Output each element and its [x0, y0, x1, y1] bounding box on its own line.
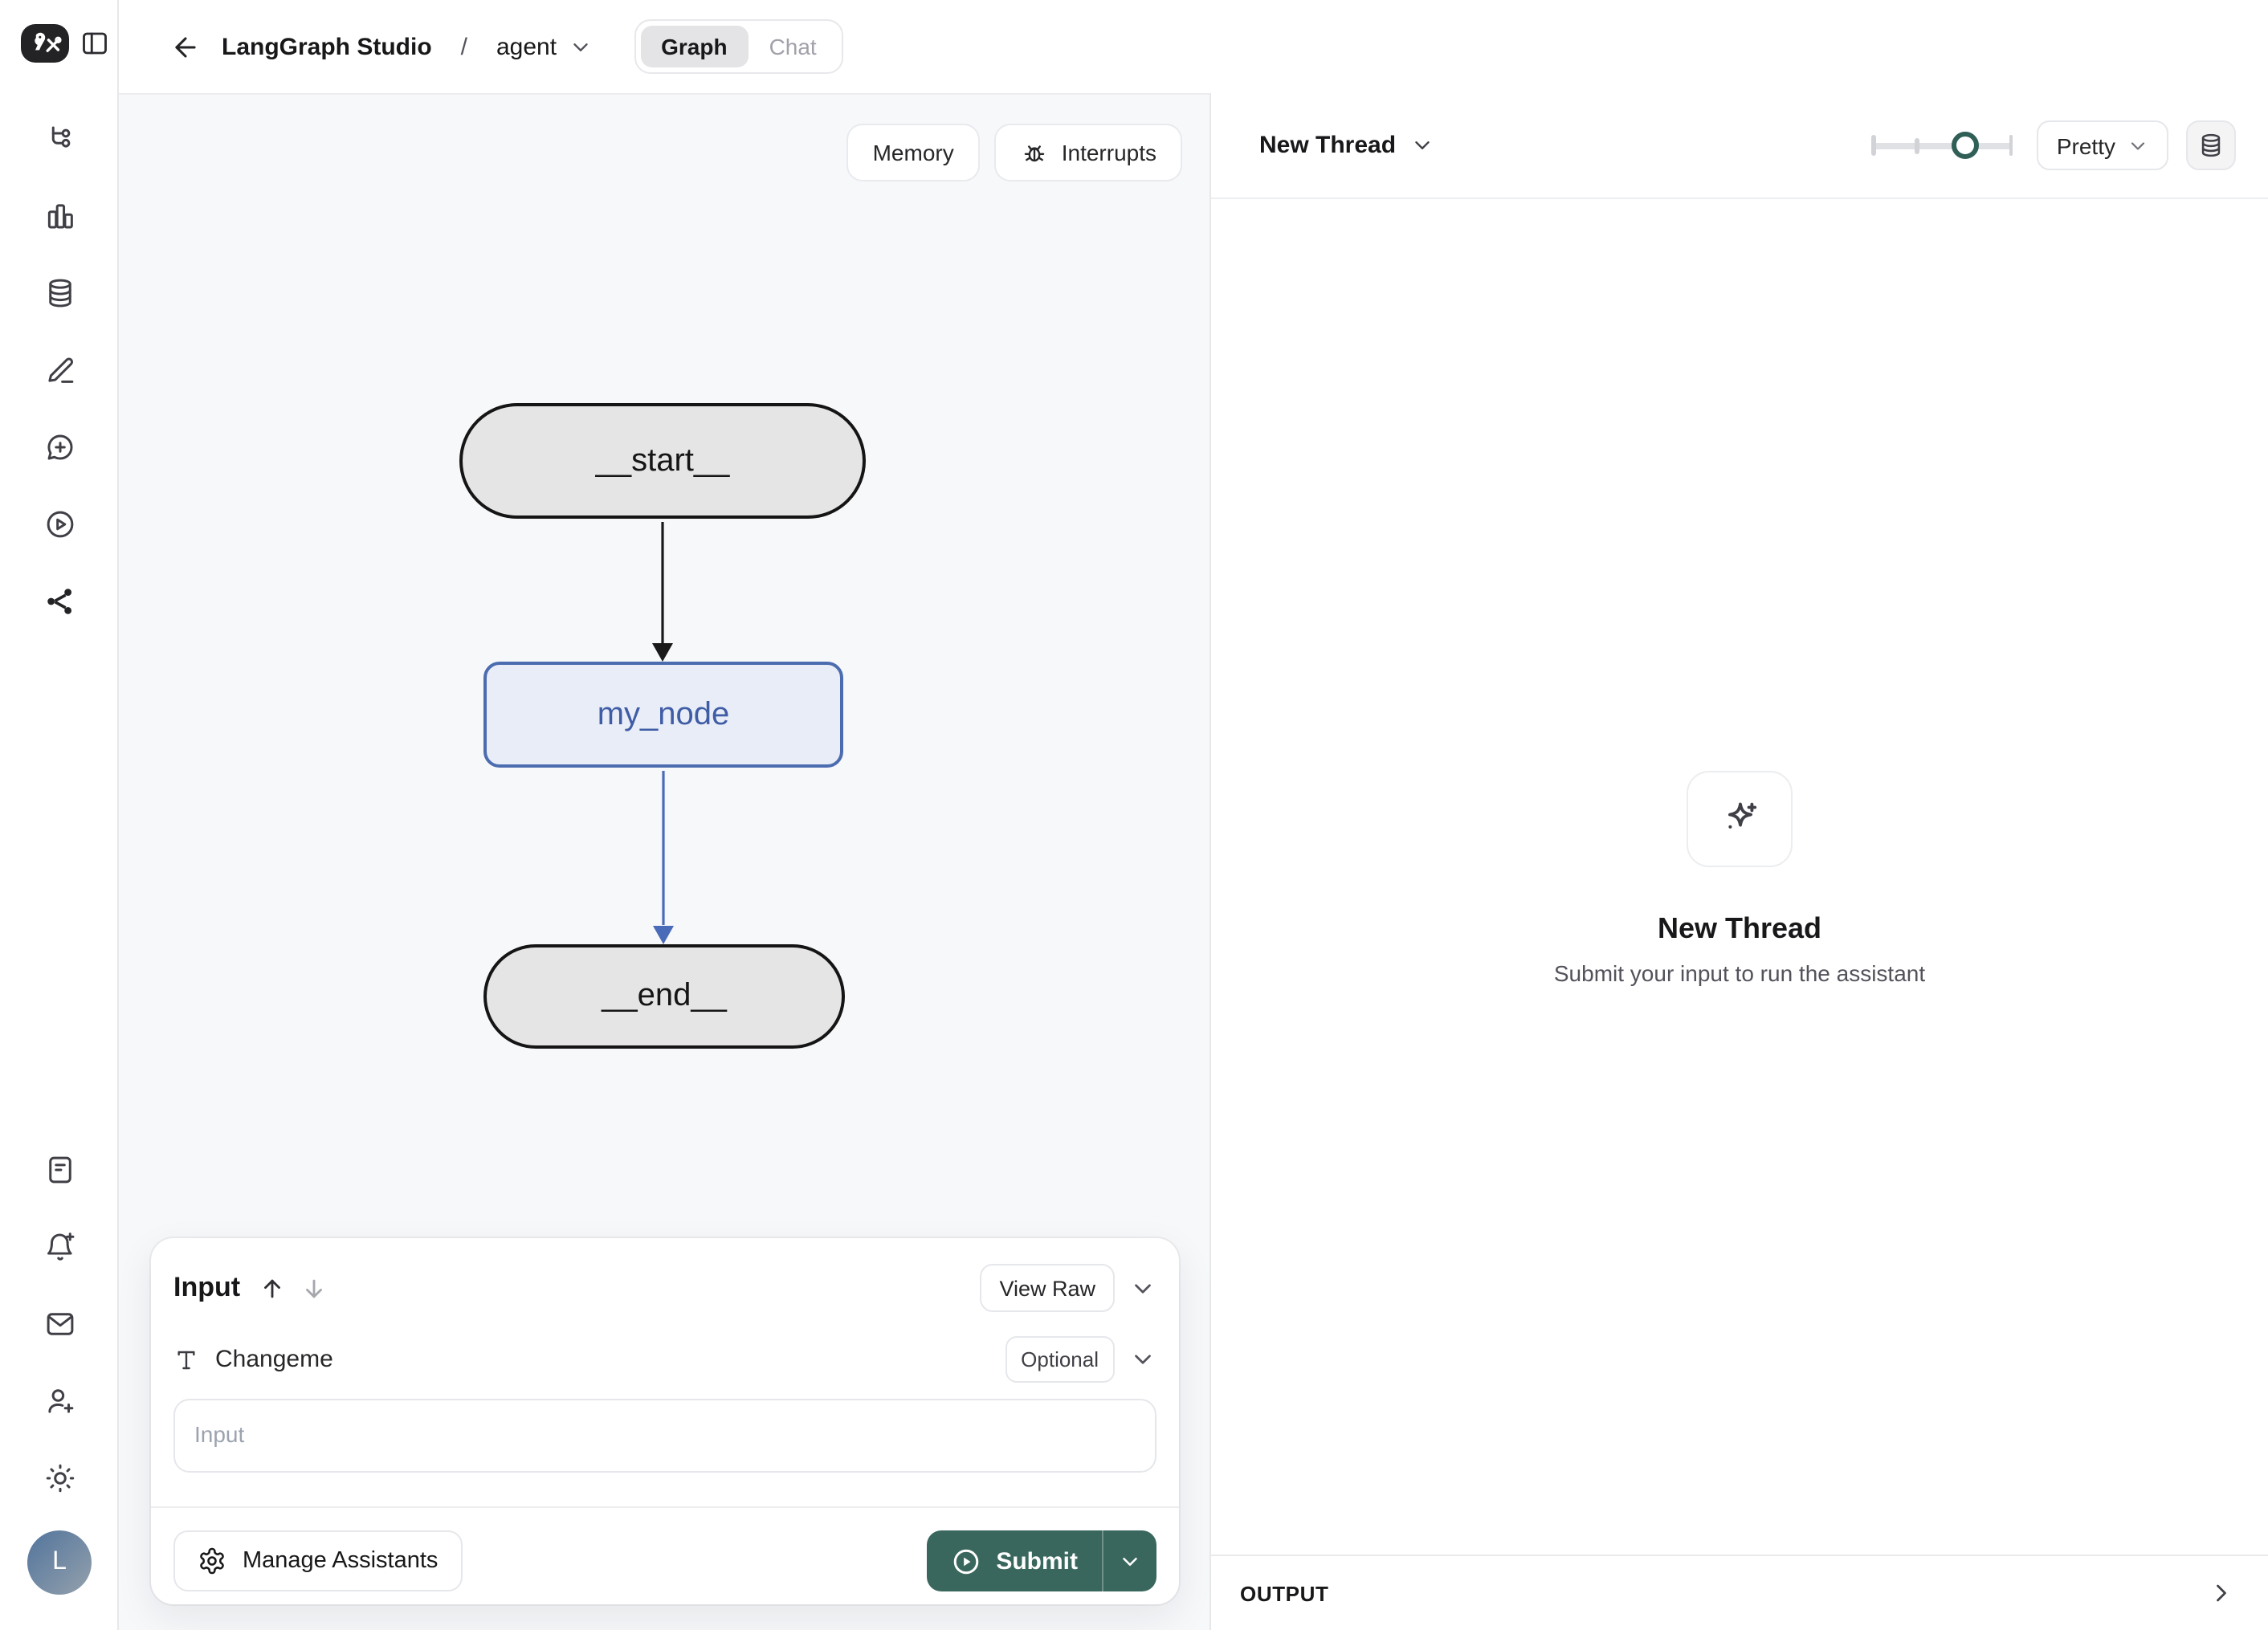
sidebar-toggle-icon[interactable]	[80, 29, 109, 58]
empty-state-title: New Thread	[1657, 911, 1822, 943]
breadcrumb-separator: /	[460, 33, 467, 60]
play-circle-icon	[951, 1546, 981, 1576]
page-title: LangGraph Studio	[222, 33, 432, 60]
slider-min-cap	[1871, 135, 1876, 156]
avatar[interactable]: L	[27, 1530, 92, 1595]
edit-icon[interactable]	[42, 352, 77, 387]
submit-options-chevron-icon[interactable]	[1103, 1530, 1156, 1591]
bar-chart-icon[interactable]	[42, 198, 77, 233]
submit-label: Submit	[996, 1547, 1078, 1575]
arrow-up-icon[interactable]	[258, 1274, 285, 1302]
input-panel: Input View Raw	[151, 1238, 1179, 1604]
thread-selector[interactable]: New Thread	[1259, 132, 1434, 159]
top-header: LangGraph Studio / agent Graph Chat	[119, 0, 2268, 93]
output-label: OUTPUT	[1240, 1581, 1329, 1605]
bug-icon	[1020, 138, 1049, 167]
graph-node-end[interactable]: __end__	[483, 944, 845, 1049]
sparkles-icon	[1728, 802, 1756, 829]
submit-divider	[1102, 1530, 1103, 1591]
output-section[interactable]: OUTPUT	[1211, 1555, 2268, 1630]
slider-track[interactable]	[1871, 142, 2013, 149]
input-panel-title: Input	[173, 1272, 241, 1302]
thread-panel-header: New Thread Pretty	[1211, 93, 2268, 199]
database-icon[interactable]	[42, 275, 77, 310]
sun-icon[interactable]	[42, 1460, 77, 1495]
manage-assistants-button[interactable]: Manage Assistants	[173, 1530, 463, 1591]
input-field[interactable]	[173, 1399, 1156, 1473]
sidebar: L	[0, 0, 119, 1630]
tab-graph[interactable]: Graph	[640, 26, 749, 67]
project-name: agent	[496, 33, 557, 60]
view-raw-label: View Raw	[999, 1276, 1095, 1300]
type-icon	[173, 1347, 199, 1372]
play-circle-icon[interactable]	[42, 506, 77, 541]
field-chevron-icon[interactable]	[1129, 1346, 1156, 1373]
share-network-icon[interactable]	[42, 583, 77, 618]
project-selector[interactable]: agent	[496, 33, 592, 60]
field-label: Changeme	[215, 1346, 333, 1373]
thread-panel: New Thread Pretty	[1209, 93, 2268, 1630]
back-arrow-icon[interactable]	[170, 31, 201, 62]
thread-selector-label: New Thread	[1259, 132, 1397, 159]
file-text-icon[interactable]	[42, 1151, 77, 1187]
render-mode-label: Pretty	[2056, 132, 2115, 158]
mail-icon[interactable]	[42, 1306, 77, 1341]
canvas-toolbar: Memory Interrupts	[846, 124, 1182, 181]
graph-canvas[interactable]: __start__ my_node __end__ Memory Interru…	[119, 93, 1209, 1630]
tab-chat[interactable]: Chat	[769, 34, 817, 59]
chevron-right-icon[interactable]	[2207, 1579, 2236, 1608]
slider-knob[interactable]	[1952, 132, 1980, 159]
submit-button[interactable]: Submit	[927, 1530, 1102, 1591]
view-mode-tabs: Graph Chat	[634, 19, 844, 74]
memory-button-label: Memory	[872, 140, 954, 165]
chevron-down-icon	[568, 35, 592, 59]
submit-split-button: Submit	[927, 1530, 1156, 1591]
parrot-and-tools-icon	[35, 32, 62, 52]
collapse-input-chevron-icon[interactable]	[1129, 1274, 1156, 1302]
sparkles-card	[1687, 770, 1793, 866]
manage-assistants-label: Manage Assistants	[243, 1548, 439, 1574]
message-plus-icon[interactable]	[42, 429, 77, 464]
database-icon	[2201, 133, 2221, 157]
chevron-down-icon	[1410, 133, 1434, 157]
memory-button[interactable]: Memory	[846, 124, 980, 181]
slider-tick	[1915, 137, 1919, 153]
gear-icon	[198, 1546, 226, 1575]
detail-level-slider[interactable]	[1871, 131, 2013, 160]
bell-plus-icon[interactable]	[42, 1229, 77, 1264]
graph-node-my-node[interactable]: my_node	[483, 662, 843, 768]
arrow-down-icon[interactable]	[300, 1274, 327, 1302]
graph-node-start[interactable]: __start__	[459, 403, 866, 519]
thread-empty-state: New Thread Submit your input to run the …	[1211, 201, 2268, 1555]
user-plus-icon[interactable]	[42, 1383, 77, 1418]
chevron-down-icon	[2127, 134, 2149, 157]
state-database-button[interactable]	[2186, 120, 2236, 170]
langchain-logo	[21, 24, 69, 63]
graph-icon[interactable]	[42, 120, 77, 156]
render-mode-dropdown[interactable]: Pretty	[2037, 120, 2168, 170]
interrupts-button[interactable]: Interrupts	[993, 124, 1182, 181]
interrupts-button-label: Interrupts	[1061, 140, 1156, 165]
slider-max-cap	[2009, 135, 2013, 156]
avatar-initial: L	[52, 1548, 67, 1575]
optional-badge: Optional	[1005, 1336, 1115, 1383]
view-raw-button[interactable]: View Raw	[980, 1264, 1115, 1312]
empty-state-subtitle: Submit your input to run the assistant	[1553, 960, 1926, 985]
